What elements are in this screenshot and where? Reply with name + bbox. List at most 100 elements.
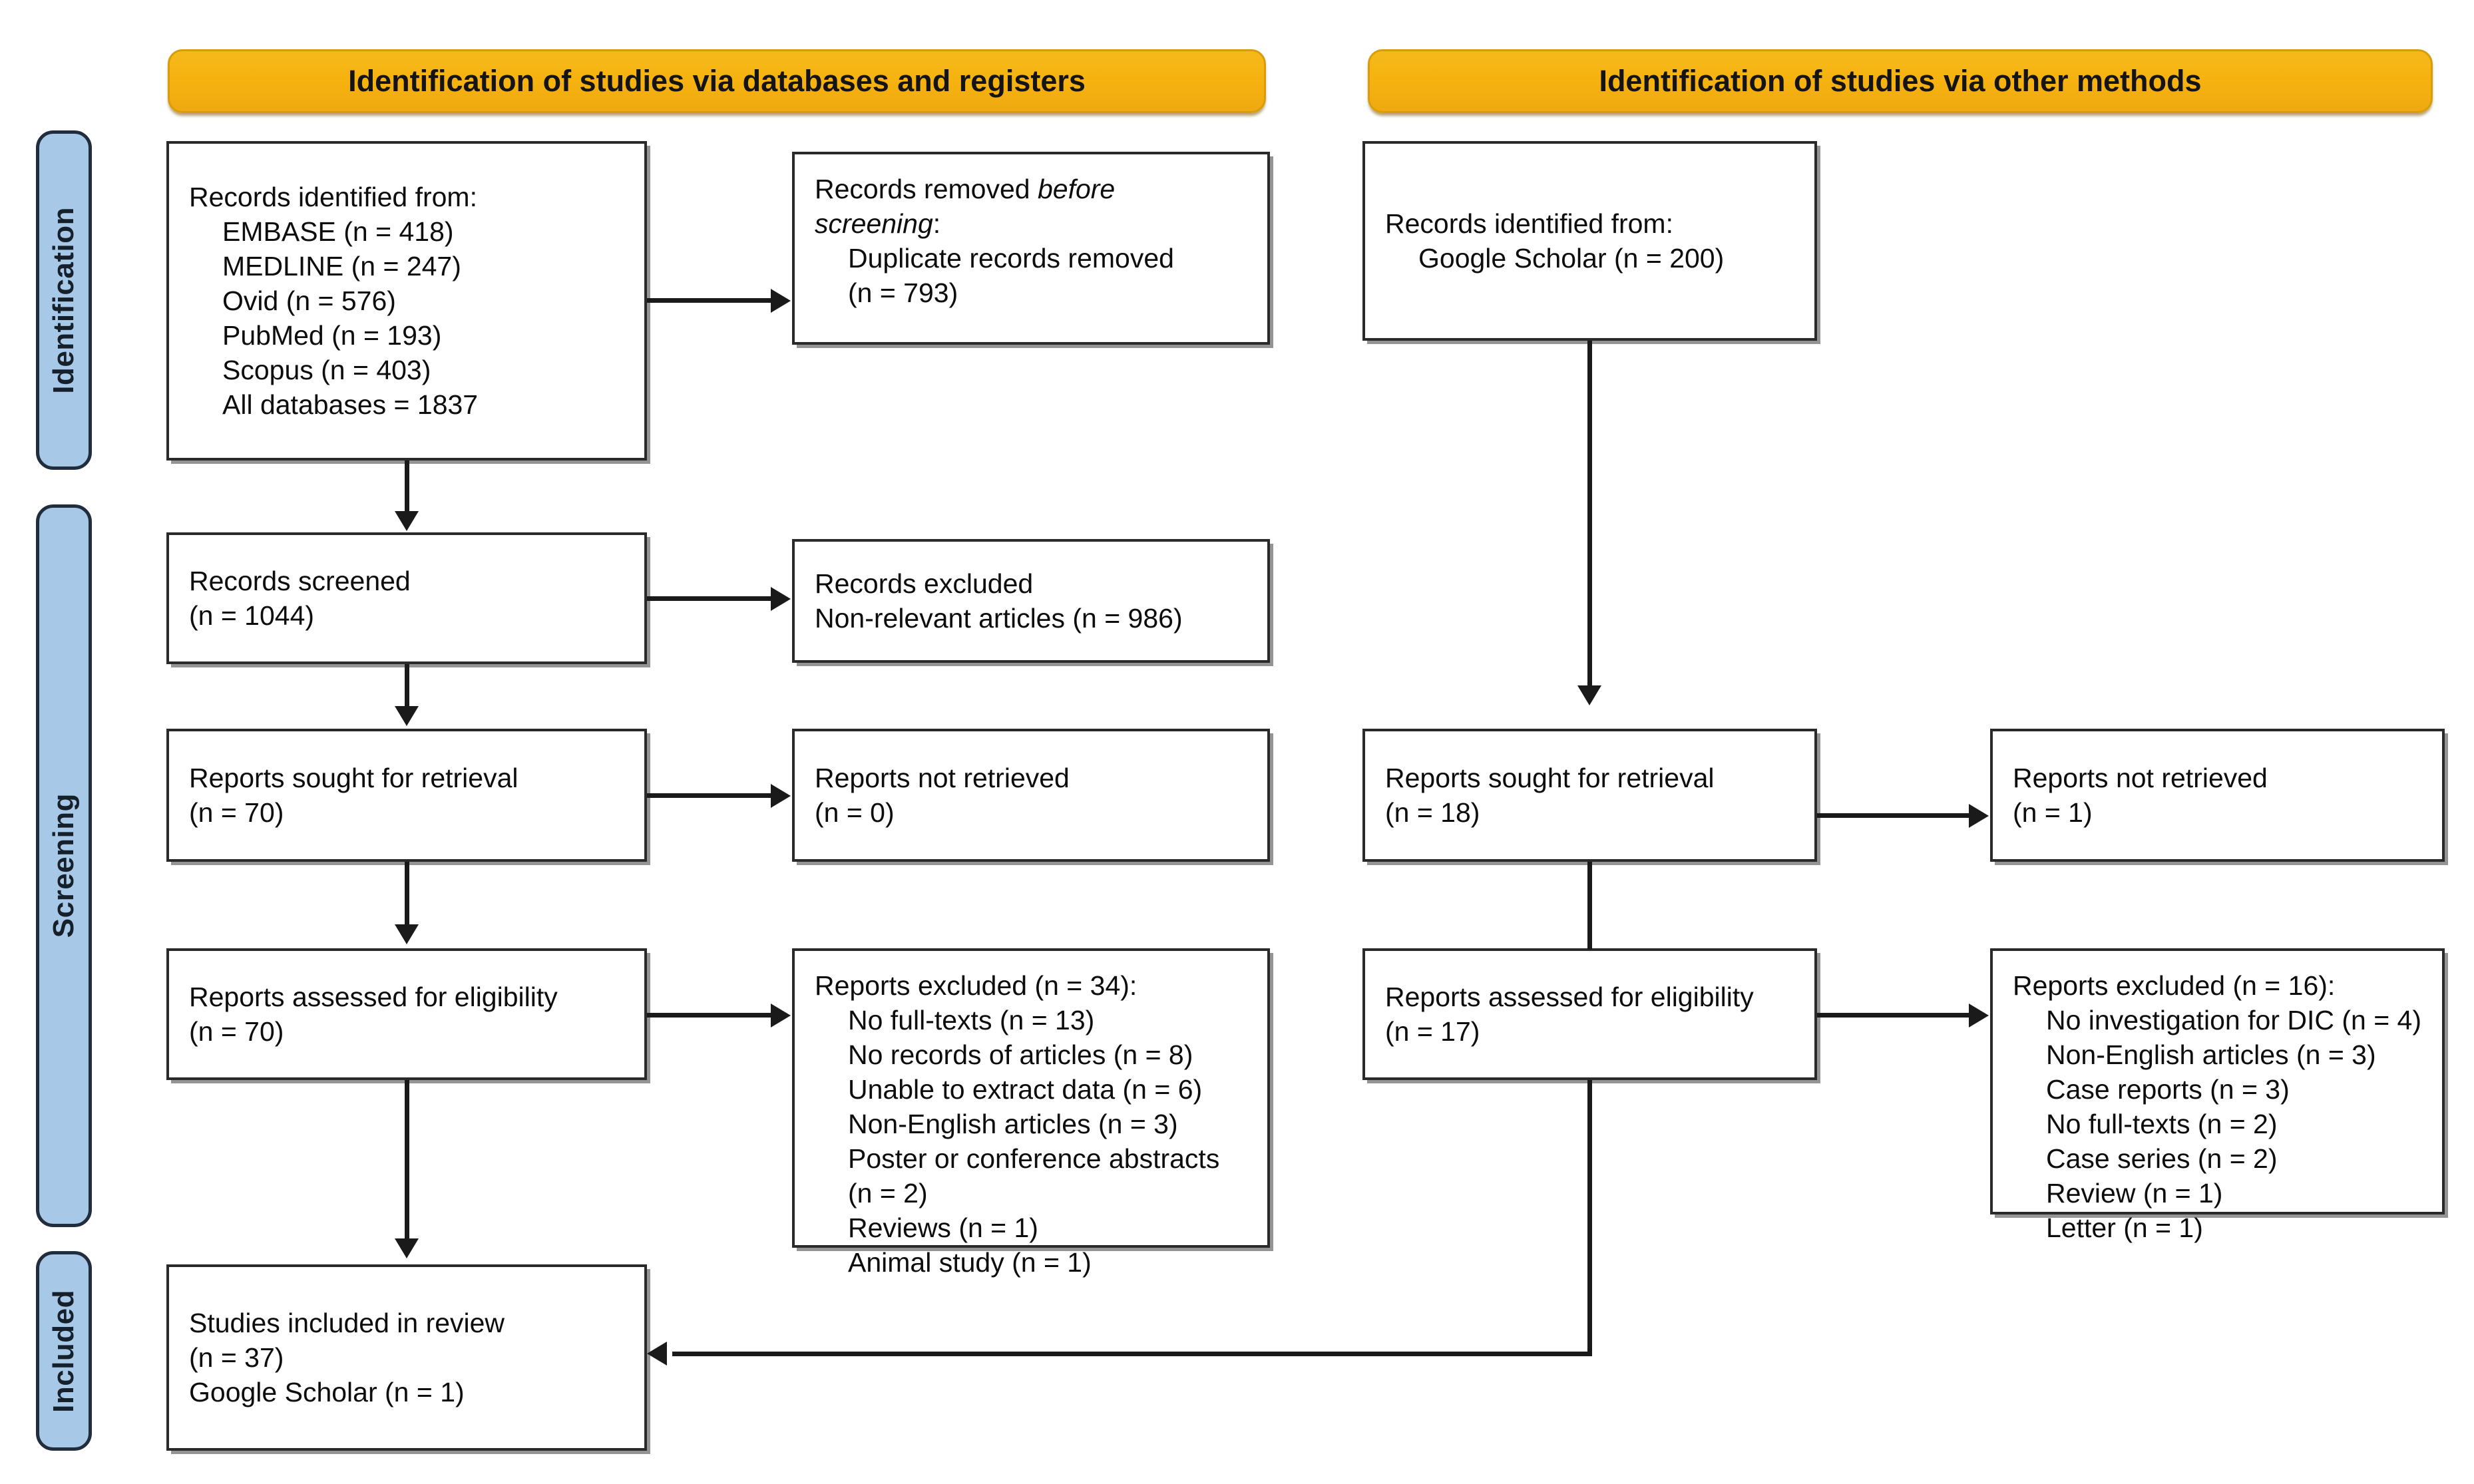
box-records-removed-before-screening-text: Records removed before screening:Duplica…: [815, 172, 1255, 310]
connector-screened-to-excluded: [647, 596, 772, 601]
arrow-right-assessed-to-included: [647, 1342, 667, 1366]
box-reports-assessed-left: Reports assessed for eligibility (n = 70…: [166, 948, 647, 1080]
records-excluded-line1: Records excluded: [815, 568, 1034, 599]
records-removed-item: Duplicate records removed: [848, 243, 1174, 274]
records-screened-line1: Records screened: [189, 566, 411, 596]
banner-databases-and-registers: Identification of studies via databases …: [168, 49, 1266, 113]
phase-tab-included: Included: [36, 1251, 92, 1451]
banner-other-methods: Identification of studies via other meth…: [1368, 49, 2433, 113]
connector-identified-to-screened: [405, 461, 409, 512]
connector-right-assessed-elbow-horizontal: [672, 1352, 1592, 1356]
banner-other-methods-label: Identification of studies via other meth…: [1599, 64, 2202, 98]
reports-excluded-right-item: Case reports (n = 3): [2046, 1074, 2290, 1105]
reports-excluded-right-item: No investigation for DIC (n = 4): [2046, 1005, 2421, 1035]
phase-tab-identification: Identification: [36, 130, 92, 470]
reports-excluded-left-item: Animal study (n = 1): [848, 1247, 1092, 1278]
reports-not-retrieved-left-line1: Reports not retrieved: [815, 763, 1070, 793]
reports-excluded-left-heading: Reports excluded (n = 34):: [815, 970, 1137, 1001]
box-reports-excluded-right-text: Reports excluded (n = 16): No investigat…: [2013, 968, 2430, 1245]
studies-included-line3: Google Scholar (n = 1): [189, 1377, 465, 1407]
records-removed-italic-before: before: [1037, 174, 1116, 204]
box-records-identified-databases: Records identified from: EMBASE (n = 418…: [166, 141, 647, 461]
box-records-identified-other: Records identified from: Google Scholar …: [1362, 141, 1817, 341]
records-identified-item: EMBASE (n = 418): [222, 216, 454, 247]
box-reports-assessed-left-text: Reports assessed for eligibility (n = 70…: [189, 980, 632, 1049]
box-reports-sought-right-text: Reports sought for retrieval (n = 18): [1385, 761, 1802, 830]
arrow-sought-to-not-retrieved-left: [771, 784, 791, 808]
records-identified-item: Ovid (n = 576): [222, 285, 396, 316]
records-identified-item: MEDLINE (n = 247): [222, 251, 461, 281]
records-excluded-line2: Non-relevant articles (n = 986): [815, 603, 1183, 634]
records-identified-other-heading: Records identified from:: [1385, 208, 1673, 239]
box-studies-included-text: Studies included in review (n = 37) Goog…: [189, 1306, 632, 1409]
studies-included-line2: (n = 37): [189, 1342, 284, 1373]
reports-excluded-left-item: Unable to extract data (n = 6): [848, 1074, 1203, 1105]
reports-excluded-right-item: Letter (n = 1): [2046, 1212, 2203, 1243]
phase-tab-screening-label: Screening: [47, 793, 80, 938]
arrow-screened-to-excluded: [771, 587, 791, 611]
box-reports-not-retrieved-left: Reports not retrieved (n = 0): [792, 729, 1270, 862]
records-identified-item: PubMed (n = 193): [222, 320, 442, 351]
arrow-identified-other-to-sought-right: [1577, 685, 1601, 705]
records-identified-other-item: Google Scholar (n = 200): [1418, 243, 1725, 274]
reports-sought-right-line2: (n = 18): [1385, 797, 1480, 828]
box-records-identified-other-text: Records identified from: Google Scholar …: [1385, 206, 1802, 276]
reports-assessed-left-line2: (n = 70): [189, 1016, 284, 1047]
reports-excluded-right-item: Review (n = 1): [2046, 1178, 2223, 1208]
connector-assessed-to-excluded-left: [647, 1013, 772, 1018]
banner-databases-and-registers-label: Identification of studies via databases …: [348, 64, 1086, 98]
box-reports-excluded-right: Reports excluded (n = 16): No investigat…: [1990, 948, 2445, 1243]
records-removed-colon: :: [932, 208, 941, 239]
records-identified-item: Scopus (n = 403): [222, 355, 431, 385]
reports-excluded-left-item: Non-English articles (n = 3): [848, 1109, 1178, 1139]
reports-excluded-left-item: No full-texts (n = 13): [848, 1005, 1095, 1035]
arrow-sought-to-assessed-left: [395, 924, 419, 944]
arrow-assessed-to-excluded-right: [1969, 1004, 1989, 1027]
records-removed-item: (n = 793): [848, 278, 958, 308]
reports-not-retrieved-left-line2: (n = 0): [815, 797, 895, 828]
connector-sought-to-assessed-right: [1587, 862, 1592, 950]
box-studies-included: Studies included in review (n = 37) Goog…: [166, 1264, 647, 1451]
box-reports-not-retrieved-right: Reports not retrieved (n = 1): [1990, 729, 2445, 862]
box-records-removed-before-screening: Records removed before screening:Duplica…: [792, 152, 1270, 345]
reports-excluded-left-item: (n = 2): [848, 1178, 928, 1208]
records-identified-heading: Records identified from:: [189, 182, 477, 212]
reports-not-retrieved-right-line2: (n = 1): [2013, 797, 2093, 828]
reports-assessed-right-line2: (n = 17): [1385, 1016, 1480, 1047]
arrow-identified-to-removed: [771, 289, 791, 313]
arrow-identified-to-screened: [395, 511, 419, 531]
box-reports-assessed-right: Reports assessed for eligibility (n = 17…: [1362, 948, 1817, 1080]
reports-excluded-right-item: Case series (n = 2): [2046, 1143, 2278, 1174]
connector-assessed-to-included: [405, 1080, 409, 1240]
connector-screened-to-sought: [405, 664, 409, 707]
phase-tab-screening: Screening: [36, 504, 92, 1227]
box-records-excluded-text: Records excluded Non-relevant articles (…: [815, 566, 1255, 636]
box-records-screened-text: Records screened (n = 1044): [189, 564, 632, 633]
box-reports-not-retrieved-left-text: Reports not retrieved (n = 0): [815, 761, 1255, 830]
records-removed-prefix: Records removed: [815, 174, 1038, 204]
reports-sought-left-line2: (n = 70): [189, 797, 284, 828]
connector-sought-to-assessed-left: [405, 862, 409, 926]
arrow-screened-to-sought: [395, 706, 419, 726]
box-reports-sought-left-text: Reports sought for retrieval (n = 70): [189, 761, 632, 830]
arrow-sought-to-not-retrieved-right: [1969, 804, 1989, 828]
arrow-assessed-to-included: [395, 1238, 419, 1258]
reports-assessed-right-line1: Reports assessed for eligibility: [1385, 982, 1754, 1012]
connector-identified-to-removed: [647, 298, 772, 303]
reports-excluded-left-item: No records of articles (n = 8): [848, 1039, 1193, 1070]
box-records-excluded: Records excluded Non-relevant articles (…: [792, 539, 1270, 663]
box-records-identified-databases-text: Records identified from: EMBASE (n = 418…: [189, 180, 632, 422]
reports-excluded-left-item: Poster or conference abstracts: [848, 1143, 1220, 1174]
connector-assessed-to-excluded-right: [1817, 1013, 1970, 1018]
connector-right-assessed-elbow-vertical: [1587, 1080, 1592, 1356]
reports-sought-left-line1: Reports sought for retrieval: [189, 763, 518, 793]
connector-identified-other-to-sought-right: [1587, 341, 1592, 687]
box-reports-excluded-left-text: Reports excluded (n = 34): No full-texts…: [815, 968, 1255, 1280]
connector-sought-to-not-retrieved-right: [1817, 813, 1970, 818]
box-records-screened: Records screened (n = 1044): [166, 532, 647, 664]
reports-excluded-left-item: Reviews (n = 1): [848, 1212, 1038, 1243]
arrow-assessed-to-excluded-left: [771, 1004, 791, 1027]
studies-included-line1: Studies included in review: [189, 1308, 505, 1338]
reports-excluded-right-item: No full-texts (n = 2): [2046, 1109, 2278, 1139]
